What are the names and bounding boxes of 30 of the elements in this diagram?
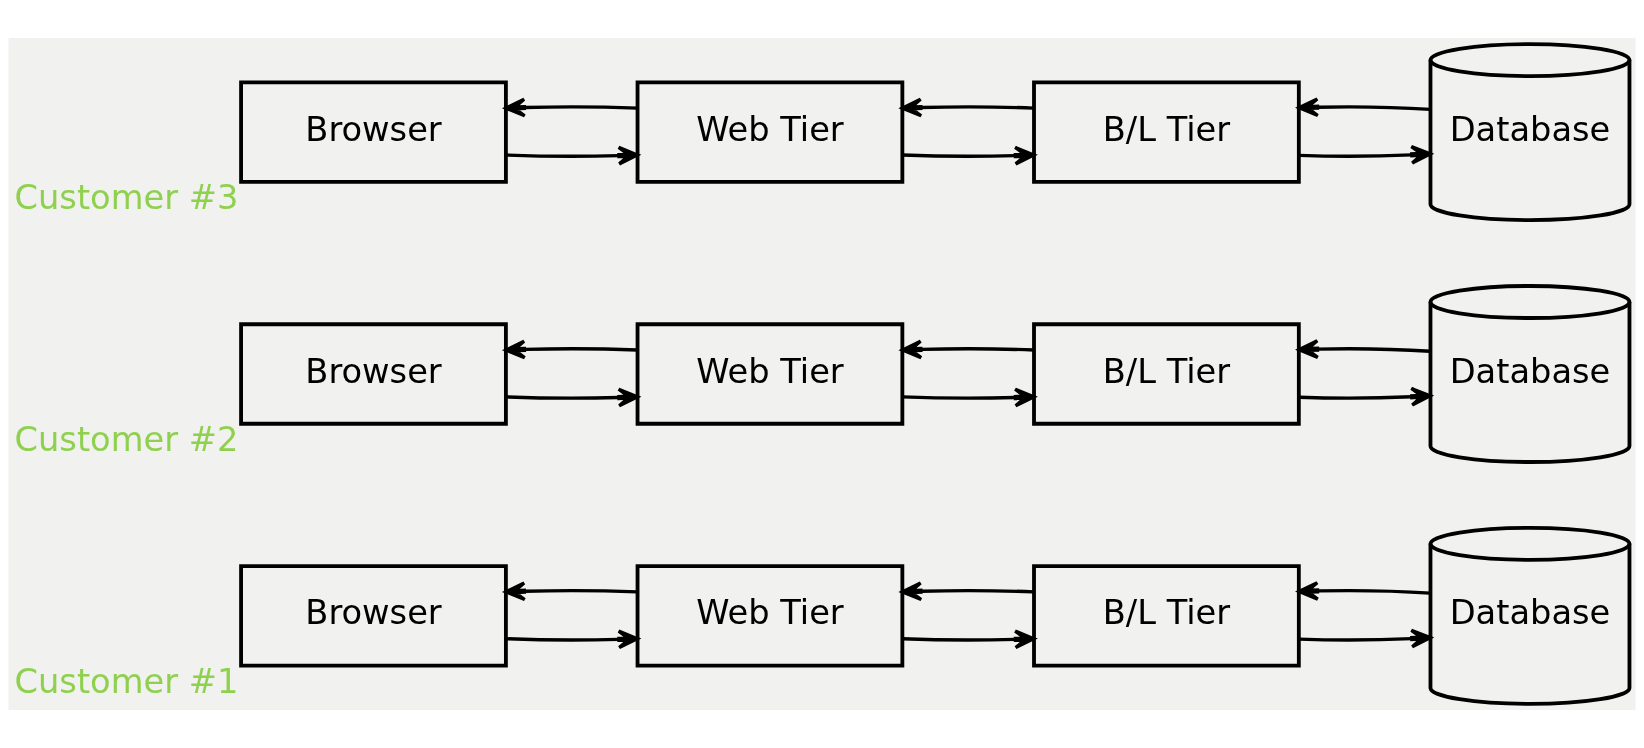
arrow xyxy=(902,387,1036,408)
node-box: Web Tier xyxy=(635,564,905,668)
node-box: Browser xyxy=(239,80,508,184)
node-box: Browser xyxy=(239,564,508,668)
arrow xyxy=(504,97,638,118)
node-box: Web Tier xyxy=(635,80,905,184)
node-box: Browser xyxy=(239,322,508,426)
arrow xyxy=(1297,339,1431,359)
arrow xyxy=(902,629,1036,650)
node-box: B/L Tier xyxy=(1032,564,1301,668)
node-box: B/L Tier xyxy=(1032,322,1301,426)
arrow xyxy=(1299,144,1432,165)
arrow xyxy=(504,339,638,360)
arrow xyxy=(505,629,639,650)
arrow xyxy=(1299,386,1432,407)
node-box: Web Tier xyxy=(635,322,905,426)
arrow xyxy=(505,145,639,166)
arrow xyxy=(504,581,638,602)
arrow xyxy=(1297,581,1431,601)
arrow xyxy=(900,97,1034,118)
arrow xyxy=(505,387,639,408)
node-label: Customer #2 xyxy=(14,419,239,459)
node-label: Customer #1 xyxy=(14,661,239,701)
arrow xyxy=(902,145,1036,166)
node-box: B/L Tier xyxy=(1032,80,1301,184)
node-label: Customer #3 xyxy=(14,177,239,217)
arrow xyxy=(1299,628,1432,649)
arrow xyxy=(900,581,1034,602)
arrow xyxy=(900,339,1034,360)
arrow xyxy=(1297,97,1431,118)
